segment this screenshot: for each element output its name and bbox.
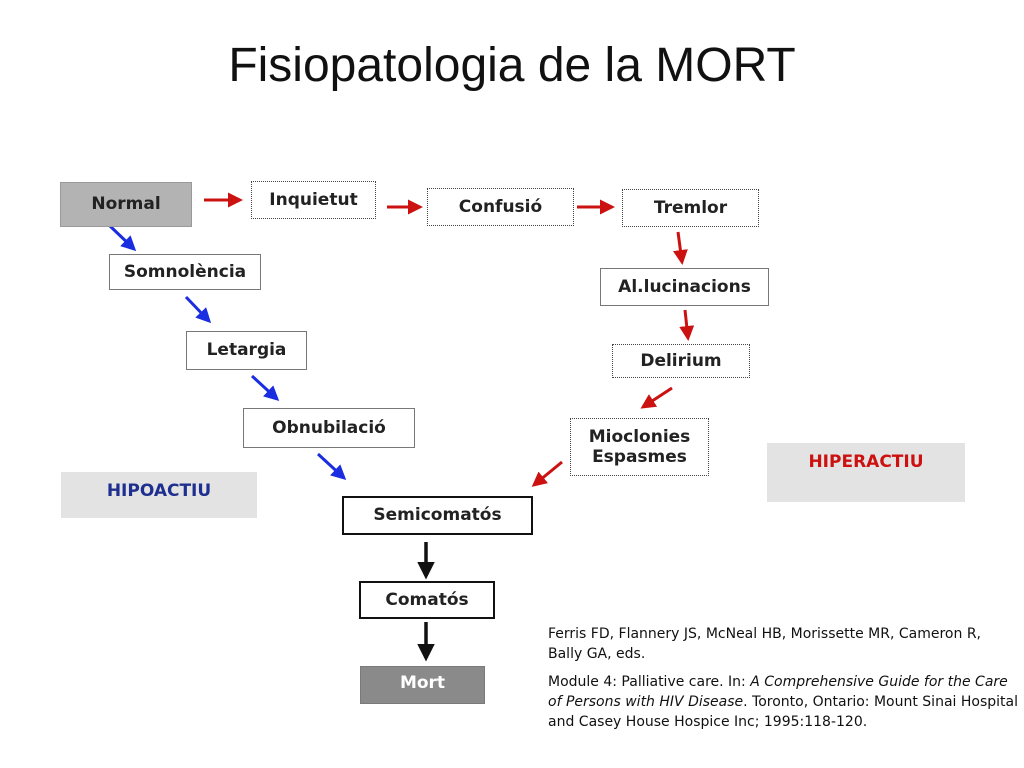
hiperactiu-label: HIPERACTIU xyxy=(767,443,965,502)
node-letargia: Letargia xyxy=(186,331,307,370)
node-comatos: Comatós xyxy=(359,581,495,619)
arrow-somnolencia-letargia xyxy=(184,295,212,324)
node-delirium: Delirium xyxy=(612,344,750,378)
node-mort: Mort xyxy=(360,666,485,704)
node-mioclonies-line1: Mioclonies xyxy=(588,426,691,447)
hipoactiu-label: HIPOACTIU xyxy=(61,472,257,518)
arrow-obnubilacio-semicomatos xyxy=(316,452,347,481)
node-normal: Normal xyxy=(60,182,192,227)
node-inquietut: Inquietut xyxy=(251,181,376,219)
reference-authors: Ferris FD, Flannery JS, McNeal HB, Moris… xyxy=(548,626,981,662)
arrow-delirium-mioclonies xyxy=(640,386,673,409)
node-alucinacions: Al.lucinacions xyxy=(600,268,769,306)
arrow-mioclonies-semicomatos xyxy=(531,460,563,487)
arrow-alucinacions-delirium xyxy=(679,309,695,341)
arrow-tremlor-alucinacions xyxy=(672,231,688,265)
node-somnolencia: Somnolència xyxy=(109,254,261,290)
arrow-letargia-obnubilacio xyxy=(250,374,280,402)
node-confusio: Confusió xyxy=(427,188,574,226)
node-semicomatos: Semicomatós xyxy=(342,496,533,535)
node-mioclonies-line2: Espasmes xyxy=(592,447,687,467)
slide-title: Fisiopatologia de la MORT xyxy=(228,39,796,92)
arrow-normal-somnolencia xyxy=(108,224,137,252)
reference-citation: Module 4: Palliative care. In: A Compreh… xyxy=(548,672,1018,732)
node-mioclonies: Mioclonies Espasmes xyxy=(570,418,709,476)
node-tremlor: Tremlor xyxy=(622,189,759,227)
reference-module: Module 4: Palliative care. In: xyxy=(548,674,751,690)
reference-publisher: . Toronto, Ontario: Mount Sinai Hospital… xyxy=(548,694,1018,730)
node-obnubilacio: Obnubilació xyxy=(243,408,415,448)
reference-book-title: A Comprehensive Guide for the Care of Pe… xyxy=(548,674,1008,710)
